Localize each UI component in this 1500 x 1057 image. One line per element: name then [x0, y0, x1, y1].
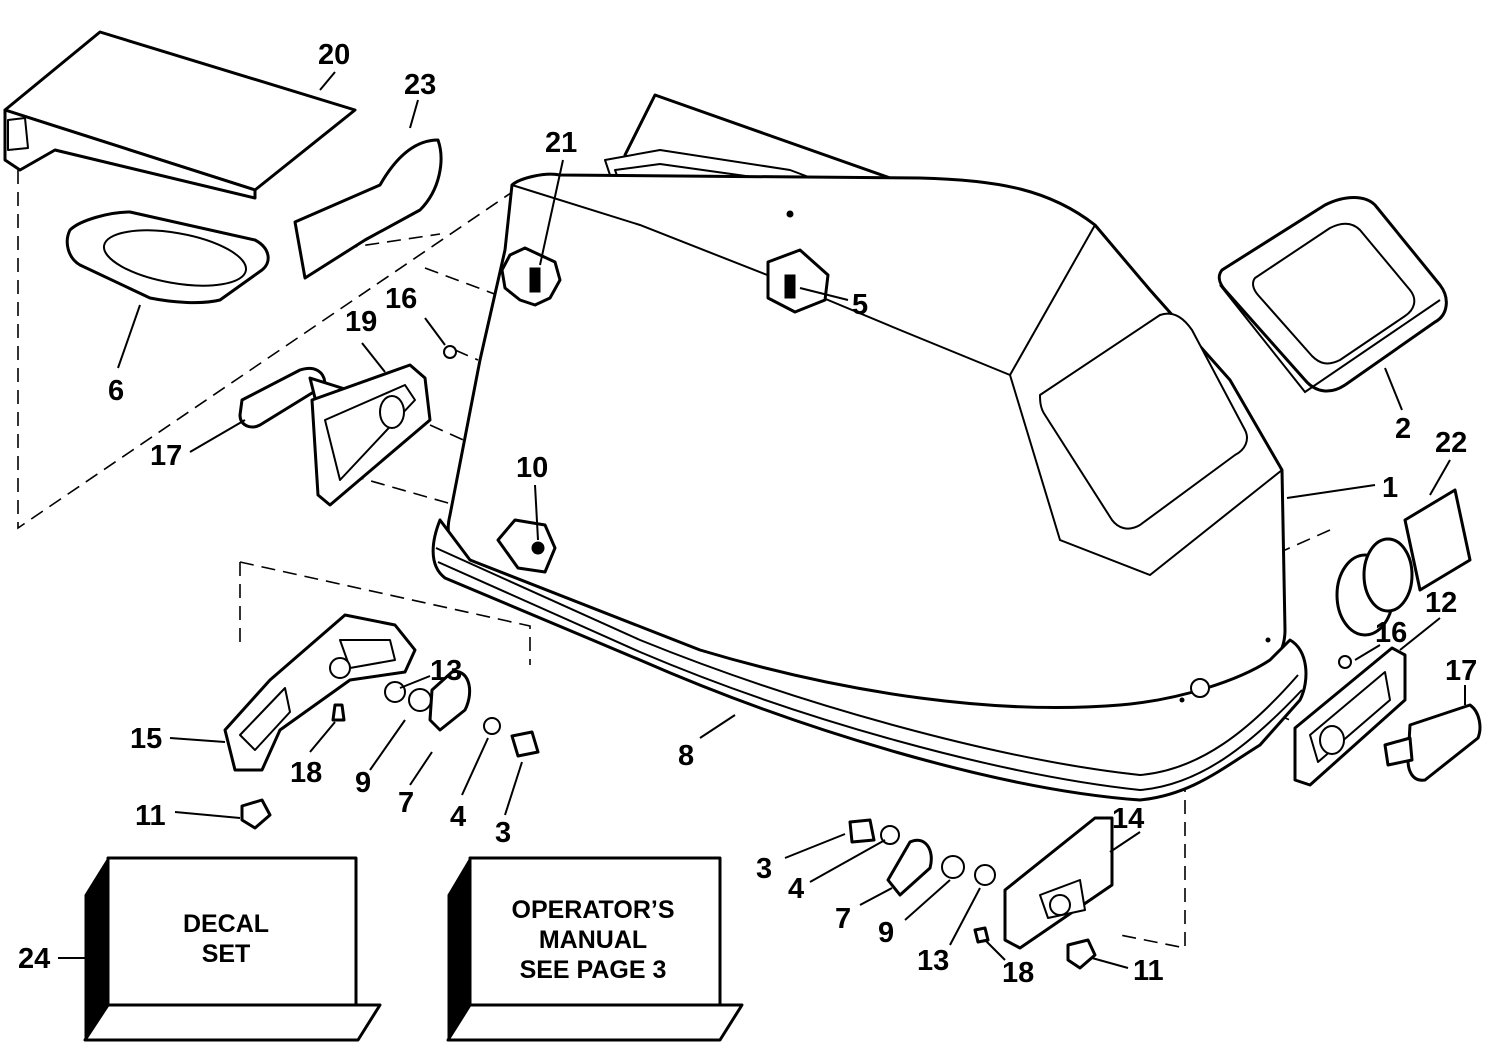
knob-10	[496, 518, 557, 574]
screw-16-left	[443, 345, 457, 359]
callout-8: 8	[678, 740, 694, 772]
part-17-handle-right	[1383, 703, 1482, 782]
part-3-left	[510, 730, 540, 758]
callout-18-right: 18	[1002, 957, 1034, 989]
callout-13-left: 13	[430, 655, 462, 687]
callout-7-right: 7	[835, 903, 851, 935]
decal-set-box: DECAL SET	[83, 856, 382, 1042]
part-7-left	[428, 670, 471, 732]
callout-24: 24	[18, 943, 50, 975]
part-23-decal	[293, 138, 443, 280]
callout-9-right: 9	[878, 917, 894, 949]
part-3-right	[848, 818, 876, 844]
part-2-window	[1217, 196, 1448, 394]
callout-4-right: 4	[788, 873, 804, 905]
callout-labels: 20 23 21 5 16 19 6 17 2 22 1 10 12 16 17…	[18, 39, 1477, 989]
operators-manual-box: OPERATOR’S MANUAL SEE PAGE 3	[446, 856, 744, 1042]
callout-4-left: 4	[450, 801, 466, 833]
callout-14: 14	[1112, 803, 1144, 835]
callout-2: 2	[1395, 413, 1411, 445]
part-18-left	[331, 703, 346, 722]
callout-1: 1	[1382, 472, 1398, 504]
part-13-right	[974, 864, 996, 886]
callout-15: 15	[130, 723, 162, 755]
part-11-right	[1066, 938, 1097, 970]
callout-17-right: 17	[1445, 655, 1477, 687]
part-22-decal	[1335, 488, 1472, 637]
callout-3-left: 3	[495, 817, 511, 849]
callout-5: 5	[852, 289, 868, 321]
part-6-grille	[65, 210, 270, 305]
part-4-left	[483, 717, 501, 735]
part-9-right	[941, 855, 965, 879]
callout-21: 21	[545, 127, 577, 159]
part-18-right	[973, 926, 990, 944]
decal-box-line1: DECAL	[183, 910, 269, 938]
part-15-bracket-left	[223, 613, 417, 772]
part-13-left	[408, 688, 432, 712]
part-7-right	[886, 838, 933, 897]
screw-16-right	[1338, 655, 1352, 669]
part-20-top-cover	[3, 30, 357, 200]
callout-6: 6	[108, 375, 124, 407]
callout-3-right: 3	[756, 853, 772, 885]
callout-10: 10	[516, 452, 548, 484]
callout-19: 19	[345, 306, 377, 338]
callout-20: 20	[318, 39, 350, 71]
part-4-right	[880, 825, 900, 845]
callout-7-left: 7	[398, 787, 414, 819]
callout-18-left: 18	[290, 757, 322, 789]
callout-17-left: 17	[150, 440, 182, 472]
callout-16-right: 16	[1375, 617, 1407, 649]
callout-16-left: 16	[385, 283, 417, 315]
leader-lines	[58, 71, 1466, 969]
callout-12: 12	[1425, 587, 1457, 619]
manual-box-line3: SEE PAGE 3	[520, 956, 667, 984]
part-12-plate-right	[1293, 646, 1407, 787]
knob-5	[766, 248, 830, 314]
callout-13-right: 13	[917, 945, 949, 977]
part-19-plate-left	[310, 363, 432, 507]
callout-22: 22	[1435, 427, 1467, 459]
decal-box-line2: SET	[202, 940, 251, 968]
manual-box-line1: OPERATOR’S	[512, 896, 675, 924]
callout-11-right: 11	[1133, 955, 1164, 987]
part-9-left	[384, 681, 406, 703]
callout-11-left: 11	[135, 800, 166, 832]
part-11-left	[240, 798, 272, 830]
callout-23: 23	[404, 69, 436, 101]
knob-21	[500, 246, 562, 307]
engine-cover	[431, 93, 1308, 802]
callout-9-left: 9	[355, 767, 371, 799]
manual-box-line2: MANUAL	[539, 926, 647, 954]
part-14-bracket-right	[1003, 816, 1114, 950]
